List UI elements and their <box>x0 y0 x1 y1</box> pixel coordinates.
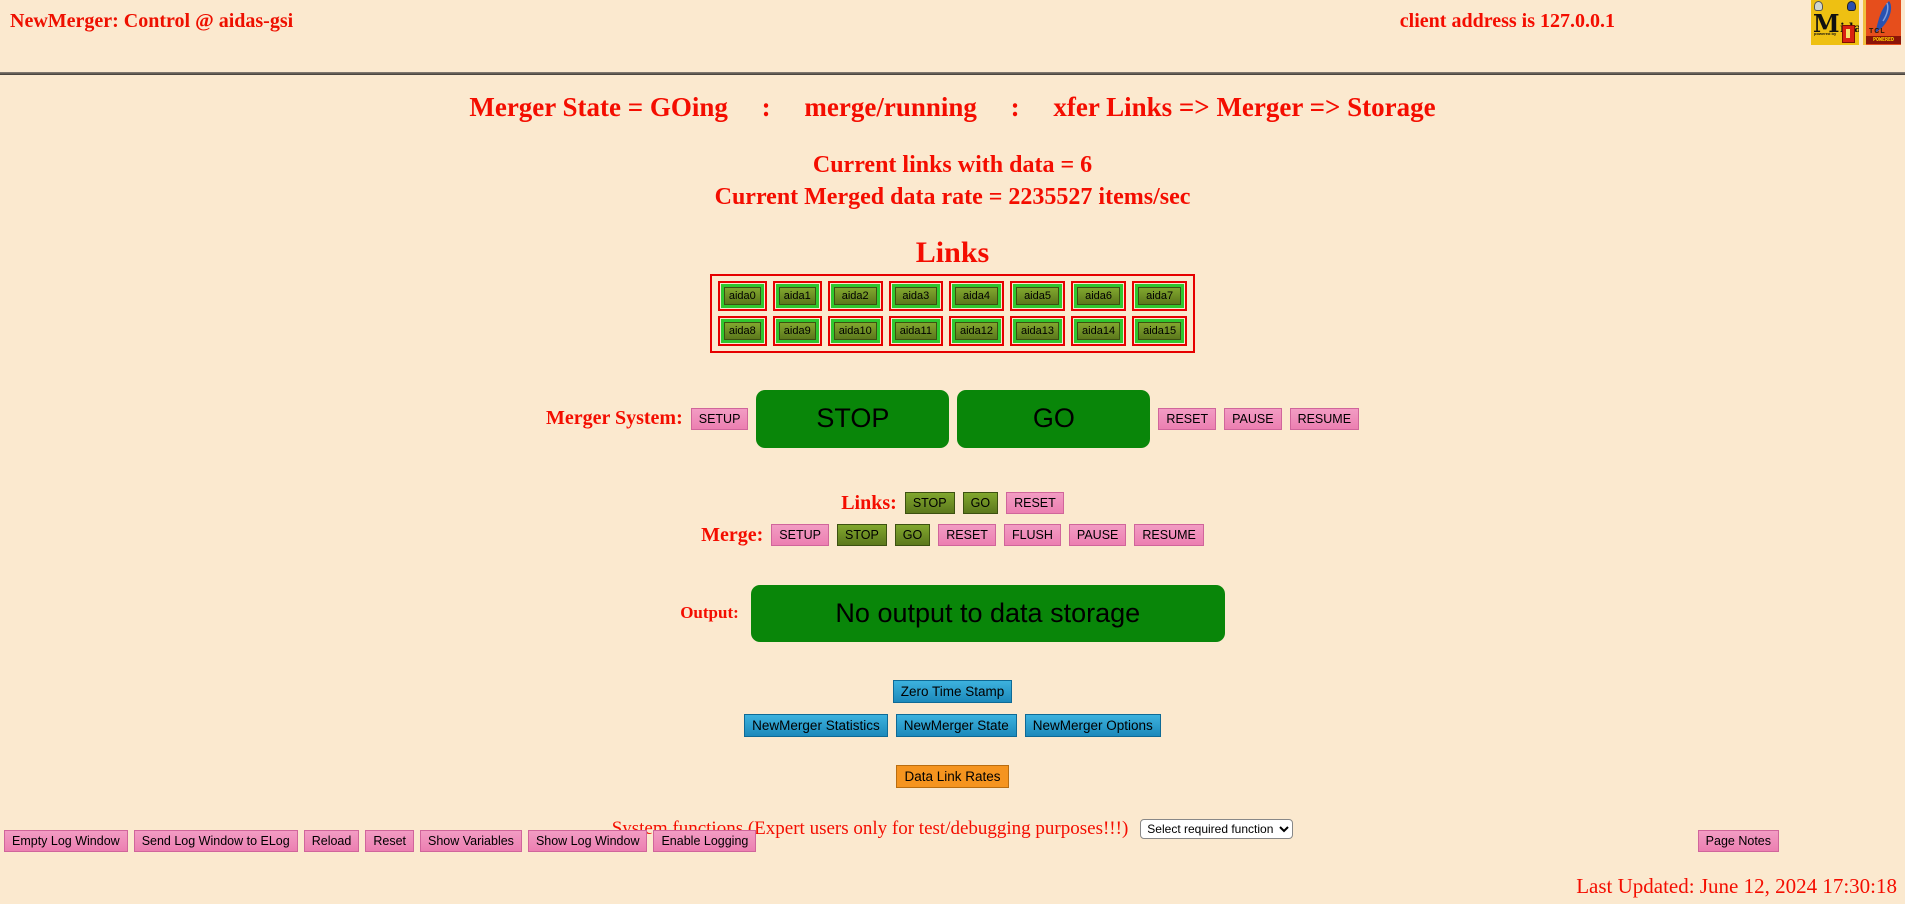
midas-logo[interactable]: Midas powered by <box>1811 0 1859 45</box>
merger-reset-button[interactable]: RESET <box>1158 407 1217 430</box>
newmerger-options-button[interactable]: NewMerger Options <box>1024 713 1161 737</box>
aida-ring: aida11 <box>891 318 940 343</box>
output-row: Output: No output to data storage <box>0 584 1905 642</box>
aida4-link-button[interactable]: aida4 <box>954 286 998 305</box>
merger-system-label: Merger System: <box>545 407 683 430</box>
header-divider <box>0 72 1905 75</box>
midas-powered-text: powered by <box>1814 31 1837 36</box>
last-updated-text: Last Updated: June 12, 2024 17:30:18 <box>1576 874 1897 898</box>
merged-data-rate-text: Current Merged data rate = 2235527 items… <box>714 184 1191 211</box>
feather-icon <box>1875 1 1892 33</box>
logo-group: Midas powered by TCL POWERED <box>1811 0 1901 45</box>
aida-ring: aida10 <box>830 318 880 343</box>
merge-setup-button[interactable]: SETUP <box>771 524 829 547</box>
merger-setup-button[interactable]: SETUP <box>690 407 749 430</box>
midas-emblem-icons <box>1814 1 1856 11</box>
aida1-link-button[interactable]: aida1 <box>778 286 816 305</box>
aida-ring: aida1 <box>775 283 819 308</box>
empty-log-window-button[interactable]: Empty Log Window <box>4 830 128 852</box>
midas-mini-badge <box>1842 25 1855 43</box>
aida-ring: aida7 <box>1135 283 1185 308</box>
status-stats: Current links with data = 6 Current Merg… <box>0 149 1905 214</box>
links-controls-row: Links: STOP GO RESET <box>0 492 1905 515</box>
aida12-link-button[interactable]: aida12 <box>954 321 998 340</box>
links-reset-button[interactable]: RESET <box>1006 492 1064 515</box>
output-storage-button[interactable]: No output to data storage <box>750 584 1225 642</box>
merge-reset-button[interactable]: RESET <box>938 524 996 547</box>
data-link-rates-button[interactable]: Data Link Rates <box>896 764 1009 788</box>
show-log-window-button[interactable]: Show Log Window <box>527 830 648 852</box>
merger-go-button[interactable]: GO <box>957 389 1151 448</box>
merger-resume-button[interactable]: RESUME <box>1289 407 1360 430</box>
links-table-row: aida8 aida9 aida10 aida11 aida12 aida13 … <box>717 315 1188 346</box>
aida-ring: aida6 <box>1074 283 1124 308</box>
aida15-link-button[interactable]: aida15 <box>1138 321 1182 340</box>
aida0-link-button[interactable]: aida0 <box>723 286 761 305</box>
footer-toolbar: Empty Log Window Send Log Window to ELog… <box>4 830 1905 852</box>
newmerger-state-button[interactable]: NewMerger State <box>895 713 1017 737</box>
merge-flush-button[interactable]: FLUSH <box>1003 524 1061 547</box>
links-controls-label: Links: <box>841 491 897 514</box>
aida9-link-button[interactable]: aida9 <box>778 321 816 340</box>
aida2-link-button[interactable]: aida2 <box>833 286 877 305</box>
aida-ring: aida5 <box>1013 283 1063 308</box>
client-address: client address is 127.0.0.1 <box>1399 10 1615 32</box>
merge-go-button[interactable]: GO <box>894 524 931 547</box>
aida-ring: aida12 <box>951 318 1001 343</box>
zero-time-stamp-row: Zero Time Stamp <box>0 679 1905 703</box>
tcl-tk-logo[interactable]: TCL POWERED <box>1863 0 1901 45</box>
aida-ring: aida15 <box>1135 318 1185 343</box>
page-notes-wrap: Page Notes <box>1697 830 1785 852</box>
aida5-link-button[interactable]: aida5 <box>1016 286 1060 305</box>
page-title: NewMerger: Control @ aidas-gsi <box>10 10 294 32</box>
aida-ring: aida9 <box>775 318 819 343</box>
links-stop-button[interactable]: STOP <box>904 492 955 515</box>
aida-ring: aida3 <box>891 283 940 308</box>
aida14-link-button[interactable]: aida14 <box>1077 321 1121 340</box>
tcl-logo-text: TCL <box>1869 28 1886 35</box>
data-link-rates-row: Data Link Rates <box>0 764 1905 788</box>
header: NewMerger: Control @ aidas-gsi client ad… <box>0 0 1905 60</box>
merger-state-line: Merger State = GOing : merge/running : x… <box>469 92 1436 122</box>
merger-system-row: Merger System: SETUP STOP GO RESET PAUSE… <box>0 389 1905 448</box>
aida6-link-button[interactable]: aida6 <box>1077 286 1121 305</box>
aida-ring: aida13 <box>1013 318 1063 343</box>
aida-ring: aida2 <box>830 283 880 308</box>
links-table-row: aida0 aida1 aida2 aida3 aida4 aida5 aida… <box>717 280 1188 311</box>
enable-logging-button[interactable]: Enable Logging <box>653 830 757 852</box>
merger-pause-button[interactable]: PAUSE <box>1224 407 1282 430</box>
show-variables-button[interactable]: Show Variables <box>420 830 522 852</box>
aida10-link-button[interactable]: aida10 <box>833 321 877 340</box>
aida3-link-button[interactable]: aida3 <box>894 286 937 305</box>
aida13-link-button[interactable]: aida13 <box>1016 321 1060 340</box>
merge-stop-button[interactable]: STOP <box>836 524 887 547</box>
aida8-link-button[interactable]: aida8 <box>723 321 761 340</box>
reload-button[interactable]: Reload <box>303 830 360 852</box>
tcl-powered-text: POWERED <box>1866 36 1901 44</box>
aida-ring: aida14 <box>1074 318 1124 343</box>
links-go-button[interactable]: GO <box>962 492 999 515</box>
system-function-select[interactable]: Select required function <box>1140 818 1294 839</box>
aida11-link-button[interactable]: aida11 <box>894 321 937 340</box>
page-notes-button[interactable]: Page Notes <box>1697 830 1779 852</box>
merge-controls-row: Merge: SETUP STOP GO RESET FLUSH PAUSE R… <box>0 524 1905 547</box>
newmerger-statistics-button[interactable]: NewMerger Statistics <box>744 713 888 737</box>
links-heading: Links <box>915 235 990 269</box>
links-with-data-text: Current links with data = 6 <box>812 152 1093 178</box>
aida-ring: aida8 <box>720 318 764 343</box>
zero-time-stamp-button[interactable]: Zero Time Stamp <box>892 679 1013 703</box>
reset-button[interactable]: Reset <box>365 830 414 852</box>
aida-ring: aida4 <box>951 283 1001 308</box>
newmerger-buttons-row: NewMerger Statistics NewMerger State New… <box>0 713 1905 737</box>
links-table: aida0 aida1 aida2 aida3 aida4 aida5 aida… <box>709 273 1196 353</box>
merge-resume-button[interactable]: RESUME <box>1134 524 1204 547</box>
aida7-link-button[interactable]: aida7 <box>1138 286 1182 305</box>
merge-controls-label: Merge: <box>701 523 764 546</box>
send-log-window-to-elog-button[interactable]: Send Log Window to ELog <box>133 830 298 852</box>
output-label: Output: <box>680 603 739 623</box>
aida-ring: aida0 <box>720 283 764 308</box>
merger-stop-button[interactable]: STOP <box>756 389 950 448</box>
merge-pause-button[interactable]: PAUSE <box>1068 524 1127 547</box>
